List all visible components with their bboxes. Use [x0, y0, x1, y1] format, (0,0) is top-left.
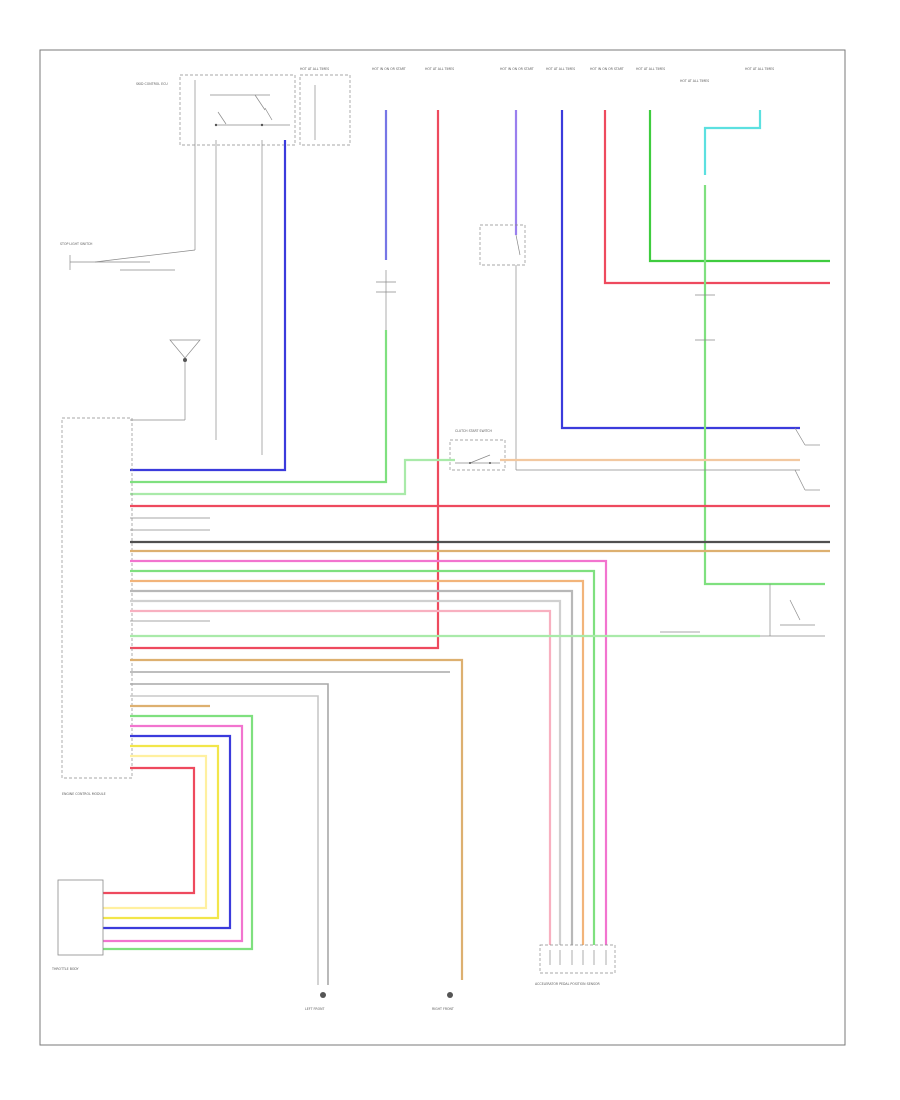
wire-green-1	[648, 110, 830, 263]
label-throttle-body: THROTTLE BODY	[51, 967, 79, 971]
label-hot-3: HOT AT ALL TIMES	[425, 67, 454, 71]
label-left-front: LEFT FRONT	[305, 1007, 324, 1011]
sensor-dot-1	[320, 992, 326, 998]
wire-gray-7	[130, 683, 329, 985]
wire-pink-2	[130, 609, 552, 945]
wire-lgreen-4	[130, 569, 596, 945]
label-stop-switch: STOP LIGHT SWITCH	[60, 242, 93, 246]
wire-orange-2	[130, 579, 585, 945]
top-fuse-box-2	[299, 74, 351, 146]
clutch-start-switch	[449, 439, 506, 471]
label-clutch-switch: CLUTCH START SWITCH	[455, 429, 493, 433]
label-hot-8: HOT AT ALL TIMES	[680, 79, 709, 83]
engine-control-module	[61, 417, 133, 779]
wire-pink-1	[130, 559, 608, 945]
ground-symbol	[130, 339, 201, 421]
wire-blue-3	[560, 110, 800, 430]
throttle-body	[57, 879, 104, 956]
wire-gray-3	[130, 589, 574, 945]
label-accel-sensor: ACCELERATOR PEDAL POSITION SENSOR	[535, 982, 601, 986]
inline-connectors	[376, 281, 715, 633]
stop-light-switch	[179, 74, 296, 146]
brake-switch	[69, 210, 196, 271]
wire-lgreen-2	[703, 185, 825, 586]
wire-gray-8	[130, 695, 319, 985]
label-hot-6: HOT IN ON OR START	[590, 67, 624, 71]
wire-blue-1	[130, 140, 287, 472]
wire-red-1	[130, 110, 440, 650]
ground-dot-ecm	[183, 358, 187, 362]
wire-blue-4	[100, 734, 232, 930]
label-hot-4: HOT IN ON OR START	[500, 67, 534, 71]
wire-lgreen-1	[130, 330, 388, 484]
label-hot-7: HOT AT ALL TIMES	[636, 67, 665, 71]
accelerator-pedal-sensor	[539, 944, 616, 974]
wire-tan-2	[130, 658, 464, 980]
cruise-control-switch	[794, 427, 820, 491]
label-hot-9: HOT AT ALL TIMES	[745, 67, 774, 71]
sensor-dot-2	[447, 992, 453, 998]
relay-switch	[479, 224, 800, 471]
label-hot-5: HOT AT ALL TIMES	[546, 67, 575, 71]
label-right-front: RIGHT FRONT	[432, 1007, 454, 1011]
label-ecm: ENGINE CONTROL MODULE	[62, 792, 106, 796]
label-hot-2: HOT IN ON OR START	[372, 67, 406, 71]
wire-lgreen-6	[100, 714, 254, 951]
right-side-sensor	[760, 584, 825, 637]
wire-cyan-1	[703, 110, 762, 175]
wire-lgreen-3	[130, 458, 455, 496]
wire-gray-4	[130, 599, 562, 945]
wire-pink-3	[100, 724, 244, 943]
label-hot-1: HOT AT ALL TIMES	[300, 67, 329, 71]
wire-yellow-2	[100, 754, 208, 910]
wire-red-2	[603, 110, 830, 285]
diagram-frame	[39, 49, 846, 1046]
label-skid-ecu: SKID CONTROL ECU	[136, 82, 168, 86]
wire-yellow-1	[100, 744, 220, 920]
wire-red-4	[100, 766, 196, 895]
